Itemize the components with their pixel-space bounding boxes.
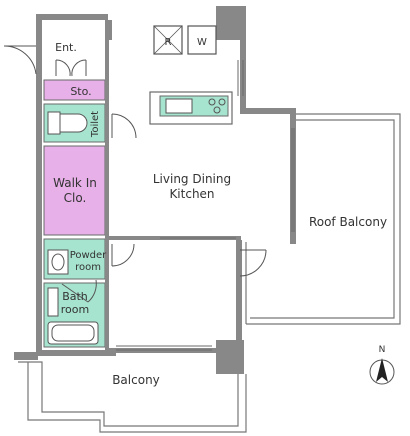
roof-balcony-label: Roof Balcony xyxy=(309,215,387,229)
washer-space xyxy=(187,25,217,55)
toilet-label: Toilet xyxy=(90,111,101,138)
toilet-fixture xyxy=(47,111,88,135)
powder-room-label-2: room xyxy=(75,262,101,273)
ldk-label-2: Kitchen xyxy=(169,187,214,201)
storage-label: Sto. xyxy=(70,85,91,98)
vanity-fixture xyxy=(47,249,69,275)
north-label: N xyxy=(379,345,386,355)
doors xyxy=(3,45,267,303)
ldk-label-1: Living Dining xyxy=(153,172,231,186)
powder-room-label-1: Powder xyxy=(70,250,107,261)
walk-in-closet-label-1: Walk In xyxy=(53,176,97,190)
bathtub-fixture xyxy=(47,287,99,345)
refrigerator-label: R xyxy=(165,37,172,48)
balcony-outline xyxy=(18,361,247,433)
washer-label: W xyxy=(197,37,207,48)
bath-room-label-2: room xyxy=(61,303,89,316)
entrance-label: Ent. xyxy=(55,41,77,54)
walk-in-closet-fill xyxy=(43,145,106,236)
balcony-label: Balcony xyxy=(112,373,160,387)
walk-in-closet-label-2: Clo. xyxy=(64,191,87,205)
kitchen-counter xyxy=(149,91,233,125)
north-arrow-icon xyxy=(369,358,395,385)
roof-balcony-outline xyxy=(245,113,401,325)
windows xyxy=(116,60,295,351)
bath-room-label-1: Bath xyxy=(62,290,88,303)
refrigerator-space xyxy=(153,25,183,55)
